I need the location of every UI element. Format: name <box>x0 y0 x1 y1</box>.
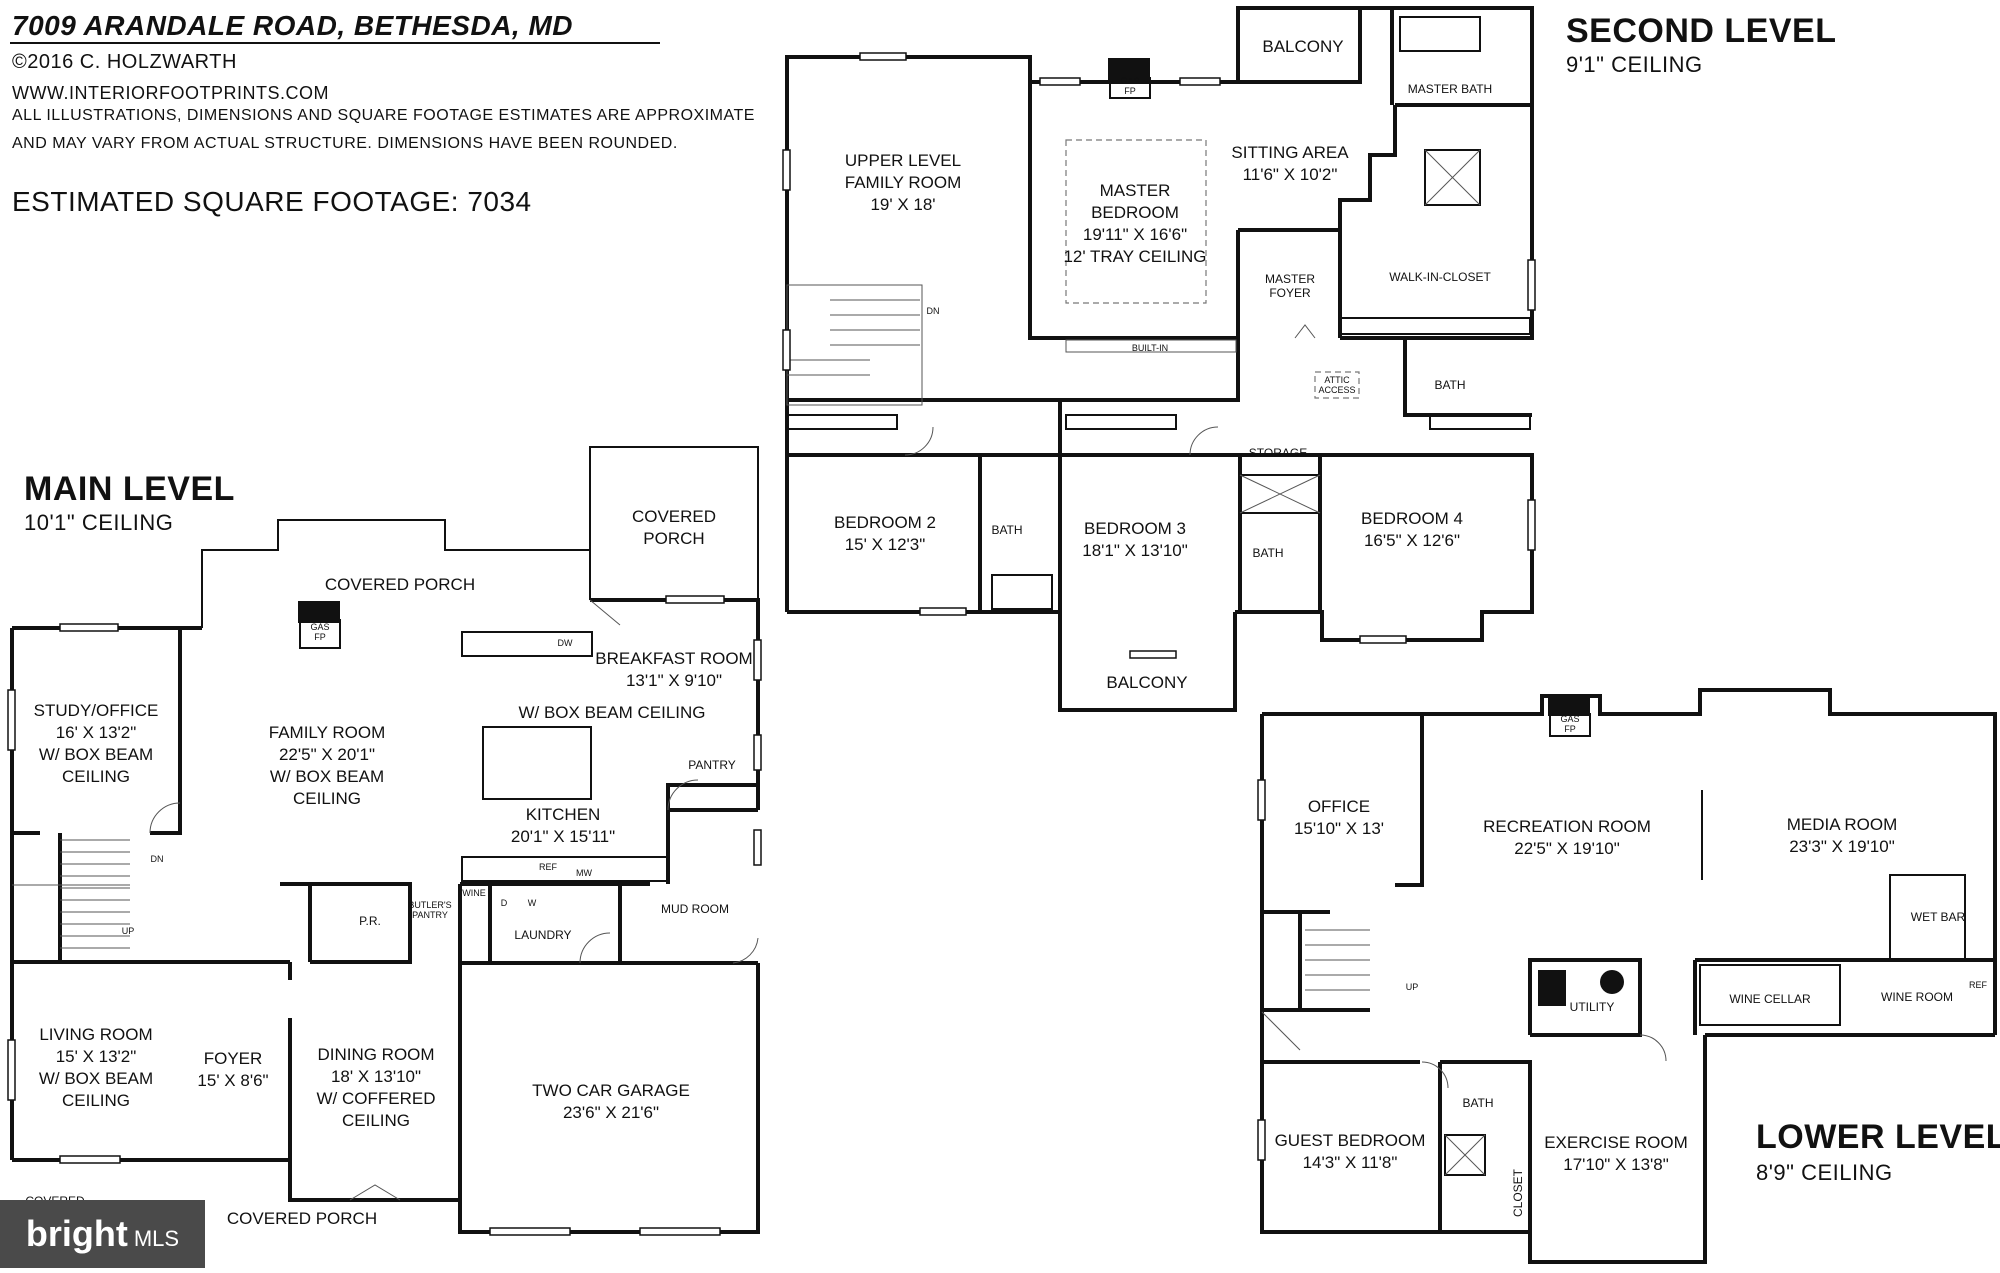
copyright-text: ©2016 C. HOLZWARTH <box>12 51 237 73</box>
room-master-bedroom: MASTER BEDROOM 19'11" X 16'6" 12' TRAY C… <box>1063 181 1207 267</box>
property-address: 7009 ARANDALE ROAD, BETHESDA, MD <box>12 10 574 41</box>
room-family-room: FAMILY ROOM 22'5" X 20'1" W/ BOX BEAM CE… <box>268 723 386 809</box>
website-text: WWW.INTERIORFOOTPRINTS.COM <box>12 83 329 103</box>
second-level-walls <box>782 6 1536 712</box>
room-upper-level-family-room: UPPER LEVEL FAMILY ROOM 19' X 18' <box>844 151 962 215</box>
label-laundry: LAUNDRY <box>514 928 572 942</box>
label-attic-access: ATTIC ACCESS <box>1318 375 1356 395</box>
disclaimer-line-2: AND MAY VARY FROM ACTUAL STRUCTURE. DIME… <box>12 135 678 152</box>
main-level-title: MAIN LEVEL <box>24 470 235 508</box>
label-covered-porch-bottom: COVERED PORCH <box>226 1209 378 1228</box>
label-box-beam-ceiling: W/ BOX BEAM CEILING <box>518 703 706 722</box>
label-closet: CLOSET <box>1511 1168 1525 1218</box>
label-covered-porch-right: COVERED PORCH <box>631 507 717 549</box>
room-breakfast-room: BREAKFAST ROOM 13'1" X 9'10" <box>595 649 753 691</box>
label-lower-bath: BATH <box>1462 1096 1494 1110</box>
room-two-car-garage: TWO CAR GARAGE 23'6" X 21'6" <box>532 1081 690 1123</box>
lower-level-ceiling: 8'9" CEILING <box>1756 1160 1893 1185</box>
disclaimer-line-1: ALL ILLUSTRATIONS, DIMENSIONS AND SQUARE… <box>12 107 755 124</box>
lower-level-walls <box>1257 688 1997 1264</box>
label-bath-upper: BATH <box>1434 378 1466 392</box>
second-level-title: SECOND LEVEL <box>1566 12 1837 50</box>
label-bath-3: BATH <box>1252 546 1284 560</box>
label-stairs-down-main: DN <box>150 854 164 864</box>
label-washer: W <box>527 898 537 908</box>
label-powder-room: P.R. <box>359 914 381 928</box>
square-footage: ESTIMATED SQUARE FOOTAGE: 7034 <box>12 186 532 217</box>
label-stairs-up-lower: UP <box>1405 982 1419 992</box>
label-butlers-pantry: BUTLER'S PANTRY <box>408 900 452 920</box>
label-storage: STORAGE <box>1248 446 1308 460</box>
label-stairs-up-main: UP <box>121 926 135 936</box>
room-dining-room: DINING ROOM 18' X 13'10" W/ COFFERED CEI… <box>316 1045 436 1131</box>
main-fireplace-label: GAS FP <box>310 622 330 642</box>
label-walk-in-closet: WALK-IN-CLOSET <box>1389 270 1491 284</box>
room-guest-bedroom: GUEST BEDROOM 14'3" X 11'8" <box>1274 1131 1426 1173</box>
label-wine-room: WINE ROOM <box>1881 990 1953 1004</box>
label-lower-ref: REF <box>1969 980 1987 990</box>
room-office: OFFICE 15'10" X 13' <box>1293 797 1385 839</box>
room-bedroom-3: BEDROOM 3 18'1" X 13'10" <box>1082 519 1188 561</box>
label-stairs-down-second: DN <box>926 306 940 316</box>
label-mud-room: MUD ROOM <box>661 902 729 916</box>
label-utility: UTILITY <box>1569 1000 1615 1014</box>
lower-fireplace-label: GAS FP <box>1560 714 1580 734</box>
room-foyer: FOYER 15' X 8'6" <box>197 1049 269 1091</box>
second-fireplace-label: GAS FP <box>1120 76 1140 96</box>
label-pantry: PANTRY <box>688 758 736 772</box>
lower-level-title: LOWER LEVEL <box>1756 1118 2000 1156</box>
label-dryer: D <box>500 898 508 908</box>
label-dishwasher: DW <box>557 638 573 648</box>
room-media-room: MEDIA ROOM 23'3" X 19'10" <box>1786 815 1898 857</box>
label-master-bath: MASTER BATH <box>1407 82 1493 96</box>
main-level-ceiling: 10'1" CEILING <box>24 510 174 535</box>
label-bath-2: BATH <box>991 523 1023 537</box>
header-rule <box>10 42 660 44</box>
label-wine: WINE <box>462 888 486 898</box>
room-bedroom-2: BEDROOM 2 15' X 12'3" <box>833 513 937 555</box>
room-study-office: STUDY/OFFICE 16' X 13'2" W/ BOX BEAM CEI… <box>33 701 159 787</box>
label-balcony-bottom: BALCONY <box>1106 673 1188 692</box>
second-level-ceiling: 9'1" CEILING <box>1566 52 1703 77</box>
label-covered-porch-top: COVERED PORCH <box>324 575 476 594</box>
room-recreation-room: RECREATION ROOM 22'5" X 19'10" <box>1483 817 1651 859</box>
room-kitchen: KITCHEN 20'1" X 15'11" <box>510 805 616 847</box>
room-bedroom-4: BEDROOM 4 16'5" X 12'6" <box>1360 509 1464 551</box>
label-master-foyer: MASTER FOYER <box>1264 272 1316 300</box>
room-living-room: LIVING ROOM 15' X 13'2" W/ BOX BEAM CEIL… <box>38 1025 154 1111</box>
label-wine-cellar: WINE CELLAR <box>1729 992 1811 1006</box>
label-refrigerator: REF <box>539 862 557 872</box>
label-wet-bar: WET BAR <box>1910 910 1966 924</box>
label-balcony-top: BALCONY <box>1262 37 1344 56</box>
room-exercise-room: EXERCISE ROOM 17'10" X 13'8" <box>1544 1133 1688 1175</box>
main-level-walls <box>7 446 762 1236</box>
room-sitting-area: SITTING AREA 11'6" X 10'2" <box>1231 143 1349 185</box>
label-built-in: BUILT-IN <box>1131 343 1169 353</box>
label-microwave: MW <box>576 868 592 878</box>
